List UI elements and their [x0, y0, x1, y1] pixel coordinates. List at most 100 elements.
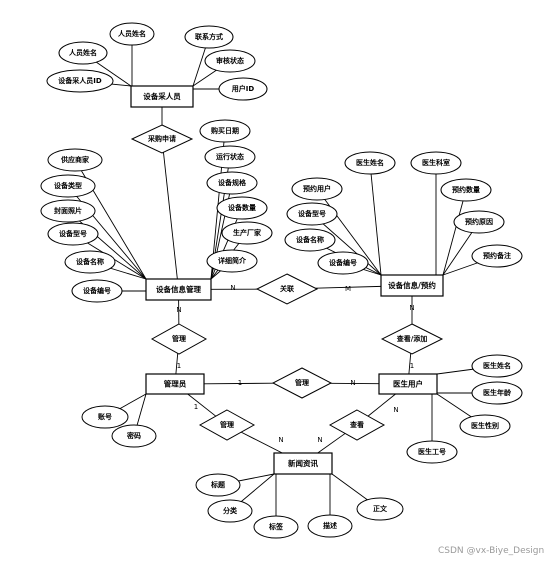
attribute-booking: [286, 202, 338, 226]
attribute-purchaser: [58, 41, 108, 65]
attribute-purchaser: [184, 25, 234, 49]
attribute-device-mgmt: [204, 145, 256, 169]
cardinality-doc-manage: N: [350, 379, 355, 387]
entity-admin-label: 管理员: [164, 379, 187, 389]
connector-line: [408, 353, 412, 375]
attribute-device-mgmt: [47, 148, 103, 172]
attribute-label: 医生性别: [471, 421, 499, 430]
entity-device-mgmt-label: 设备信息管理: [156, 284, 201, 294]
attribute-label: 设备编号: [329, 258, 357, 267]
attribute-device-mgmt: [47, 222, 99, 246]
entity-doctor: [378, 373, 438, 395]
attribute-device-mgmt: [216, 196, 268, 220]
attribute-purchaser: [46, 69, 114, 93]
cardinality-adm-manage-device: 1: [177, 362, 181, 370]
attribute-label: 医生工号: [418, 447, 446, 456]
entity-purchaser: [130, 85, 194, 108]
attribute-device-mgmt: [206, 171, 258, 195]
attribute-device-mgmt: [221, 221, 273, 245]
cardinality-adm-manage-doctor: 1: [238, 379, 242, 387]
attribute-label: 预约数量: [452, 185, 480, 194]
entity-booking-label: 设备信息/预约: [388, 280, 436, 290]
attribute-label: 供应商家: [60, 155, 90, 164]
cardinality-dm-manage: N: [176, 306, 181, 314]
attribute-booking: [440, 178, 492, 202]
attribute-booking: [471, 244, 523, 268]
connector-line: [163, 152, 178, 280]
attribute-label: 预约用户: [303, 184, 331, 193]
attribute-label: 设备名称: [296, 235, 324, 244]
relationship-label: 管理: [172, 334, 186, 343]
relationship-purchase-apply: [130, 124, 194, 154]
attribute-news: [356, 497, 404, 521]
relationship-label: 查看/添加: [397, 334, 428, 343]
relationship-manage-doctor: [271, 367, 333, 399]
attribute-label: 设备采人员ID: [58, 76, 102, 85]
attribute-booking: [317, 251, 369, 275]
attribute-label: 用户ID: [232, 84, 255, 93]
relationship-label: 采购申请: [147, 134, 176, 143]
attribute-device-mgmt: [71, 279, 123, 303]
entity-news-label: 新闻资讯: [288, 458, 318, 468]
attribute-admin: [111, 424, 157, 448]
connector-line: [240, 431, 283, 454]
attribute-booking: [344, 151, 396, 175]
attribute-label: 设备规格: [218, 178, 247, 187]
attribute-news: [207, 499, 253, 523]
relationship-view-news: [328, 409, 386, 441]
attribute-label: 正文: [373, 504, 388, 513]
connector-line: [315, 285, 382, 289]
attribute-label: 医生科室: [422, 158, 450, 167]
cardinality-news-manage: N: [278, 436, 283, 444]
connector-line: [316, 188, 382, 276]
entity-booking: [380, 274, 444, 297]
attribute-label: 标签: [268, 522, 284, 531]
entity-news: [273, 452, 333, 475]
attribute-label: 设备编号: [83, 286, 111, 295]
attribute-booking: [453, 210, 505, 234]
diagram-shapes: 设备采人员设备信息管理设备信息/预约管理员医生用户新闻资讯人员姓名联系方式人员姓…: [40, 22, 523, 539]
attribute-label: 设备型号: [59, 229, 87, 238]
attribute-label: 设备类型: [54, 181, 82, 190]
attribute-doctor: [471, 381, 523, 405]
relationship-label: 管理: [220, 420, 234, 429]
attribute-label: 密码: [127, 431, 141, 440]
relationship-view-add: [380, 323, 444, 355]
connector-line: [67, 210, 147, 280]
attribute-doctor: [471, 354, 523, 378]
attribute-purchaser: [109, 22, 155, 46]
attribute-label: 设备名称: [76, 257, 104, 266]
relationship-label: 关联: [280, 284, 295, 293]
connector-line: [187, 393, 217, 417]
cardinality-dm-related: N: [230, 284, 235, 292]
connector-line: [317, 433, 346, 454]
attribute-label: 预约备注: [483, 251, 511, 260]
attribute-label: 购买日期: [211, 126, 239, 135]
connector-line: [203, 382, 274, 385]
cardinality-doc-view: N: [393, 406, 398, 414]
attribute-device-mgmt: [64, 250, 116, 274]
connector-line: [175, 353, 179, 375]
attribute-label: 联系方式: [195, 32, 223, 41]
attribute-label: 审核状态: [216, 56, 244, 65]
attribute-label: 设备型号: [298, 209, 326, 218]
attribute-news: [195, 473, 241, 497]
attribute-label: 生产厂家: [233, 228, 262, 237]
attribute-booking: [410, 151, 462, 175]
attribute-doctor: [406, 440, 458, 464]
attribute-admin: [81, 405, 129, 429]
attribute-device-mgmt: [199, 119, 251, 143]
attribute-purchaser: [204, 49, 256, 73]
attribute-news: [253, 515, 299, 539]
attribute-doctor: [459, 414, 511, 438]
connector-line: [369, 162, 382, 276]
attribute-label: 设备数量: [228, 203, 256, 212]
attribute-device-mgmt: [40, 174, 96, 198]
cardinality-bk-related: M: [345, 285, 351, 293]
connector-line: [367, 393, 396, 417]
attribute-label: 医生姓名: [483, 361, 511, 370]
relationship-label: 管理: [295, 378, 309, 387]
attribute-device-mgmt: [206, 249, 258, 273]
